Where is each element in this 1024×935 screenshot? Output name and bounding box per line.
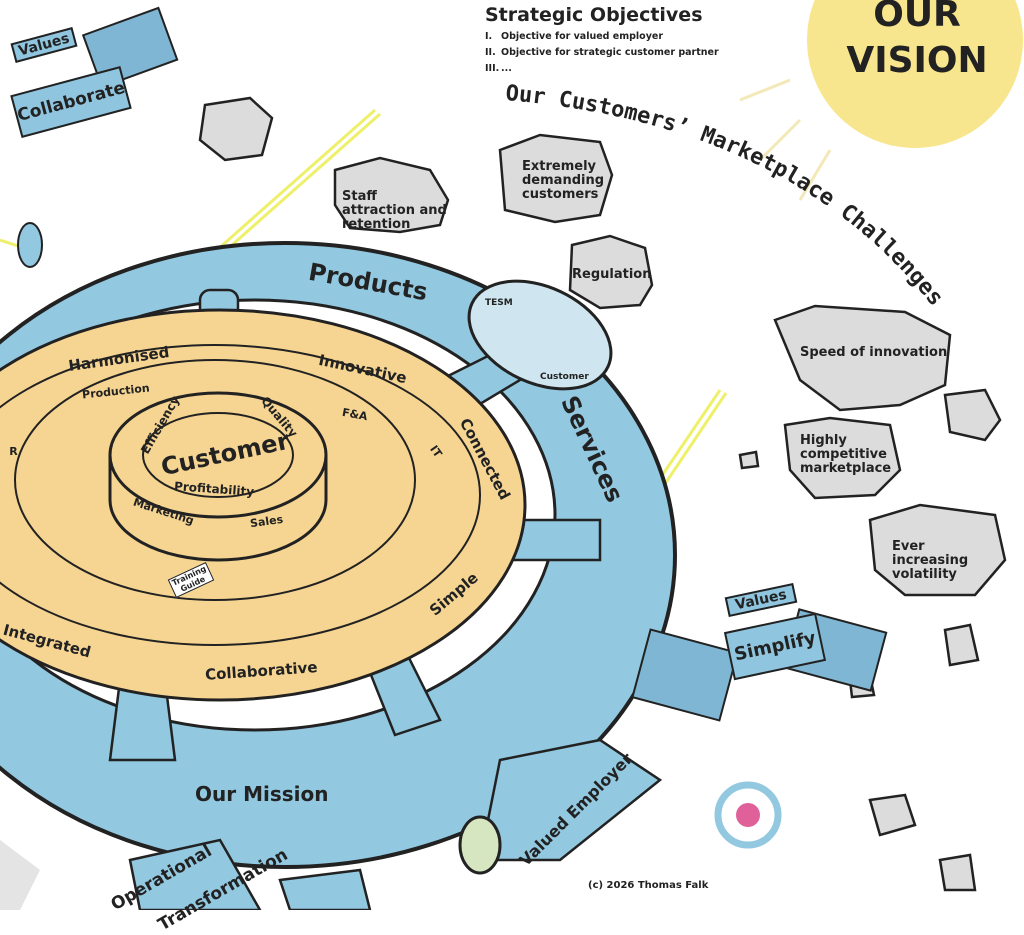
challenge-customers: Extremely demanding customers: [522, 159, 605, 202]
dept-hr: HR: [0, 445, 18, 458]
objective-text: ...: [501, 63, 512, 74]
challenge-staff: Staff attraction and retention: [342, 189, 447, 232]
cockpit-customer: Customer: [540, 372, 589, 382]
cockpit-tesm: TESM: [485, 298, 513, 308]
rocks: [198, 96, 1007, 892]
copyright: (c) 2026 Thomas Falk: [588, 880, 709, 891]
objective-item: II. Objective for strategic customer part…: [485, 47, 719, 58]
challenge-volatility: Ever increasing volatility: [892, 539, 969, 582]
marketplace-title-arc: Our Customers’ Marketplace Challenges: [505, 81, 949, 311]
strategic-objectives: Strategic Objectives I. Objective for val…: [485, 4, 719, 79]
objective-number: III.: [485, 63, 500, 74]
vision-line-1: OUR: [873, 0, 961, 35]
challenge-regulation: Regulation: [572, 267, 652, 282]
objective-item: I. Objective for valued employer: [485, 31, 719, 42]
objective-number: II.: [485, 47, 496, 58]
challenge-competition: Highly competitive marketplace: [800, 433, 892, 476]
challenge-innovation: Speed of innovation: [800, 345, 948, 360]
vision-heading: OUR VISION: [832, 0, 1002, 84]
objective-text: Objective for valued employer: [501, 31, 664, 42]
illustration-background: [0, 0, 1023, 910]
objective-item: III....: [485, 63, 719, 74]
sun: [807, 0, 1023, 148]
objective-number: I.: [485, 31, 493, 42]
vision-line-2: VISION: [846, 40, 988, 81]
ring-mission: Our Mission: [195, 782, 329, 806]
objective-text: Objective for strategic customer partner: [501, 47, 719, 58]
objectives-title: Strategic Objectives: [485, 4, 703, 26]
